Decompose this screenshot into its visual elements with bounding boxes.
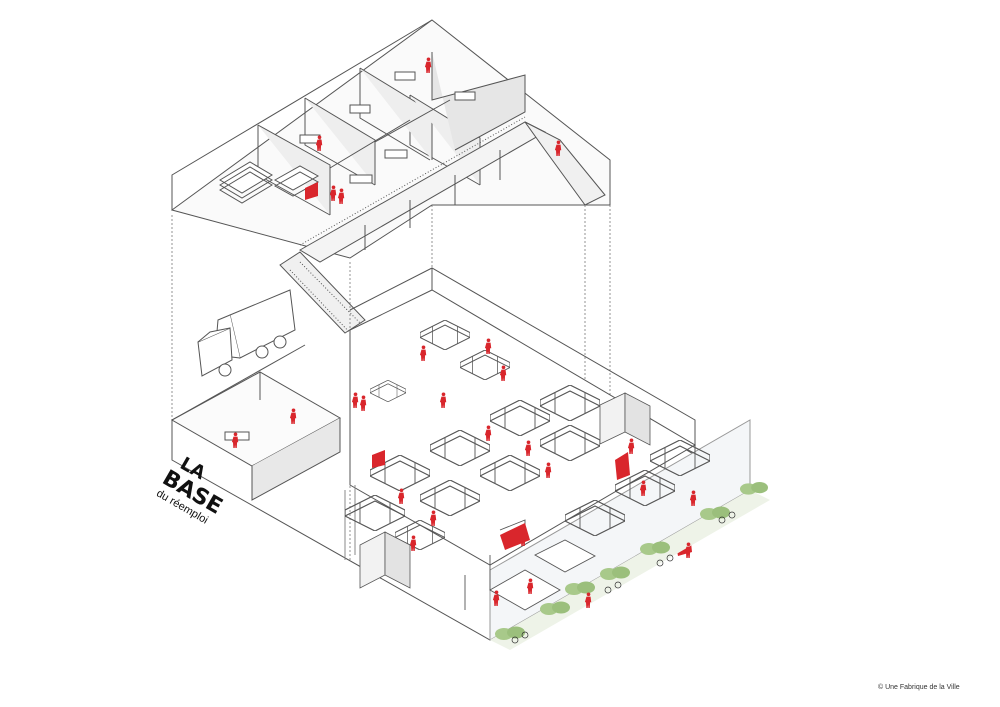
staircase-icon [279,121,606,339]
terrace-vegetation [490,482,770,650]
truck-icon [197,289,296,377]
pallet-stack-icon [219,161,320,204]
front-workshop [464,519,596,611]
upper-floor [170,19,611,259]
image-credit: © Une Fabrique de la Ville [878,684,960,691]
lockers [359,392,651,589]
mezzanine-walkway [279,116,606,339]
ground-floor [170,267,751,641]
